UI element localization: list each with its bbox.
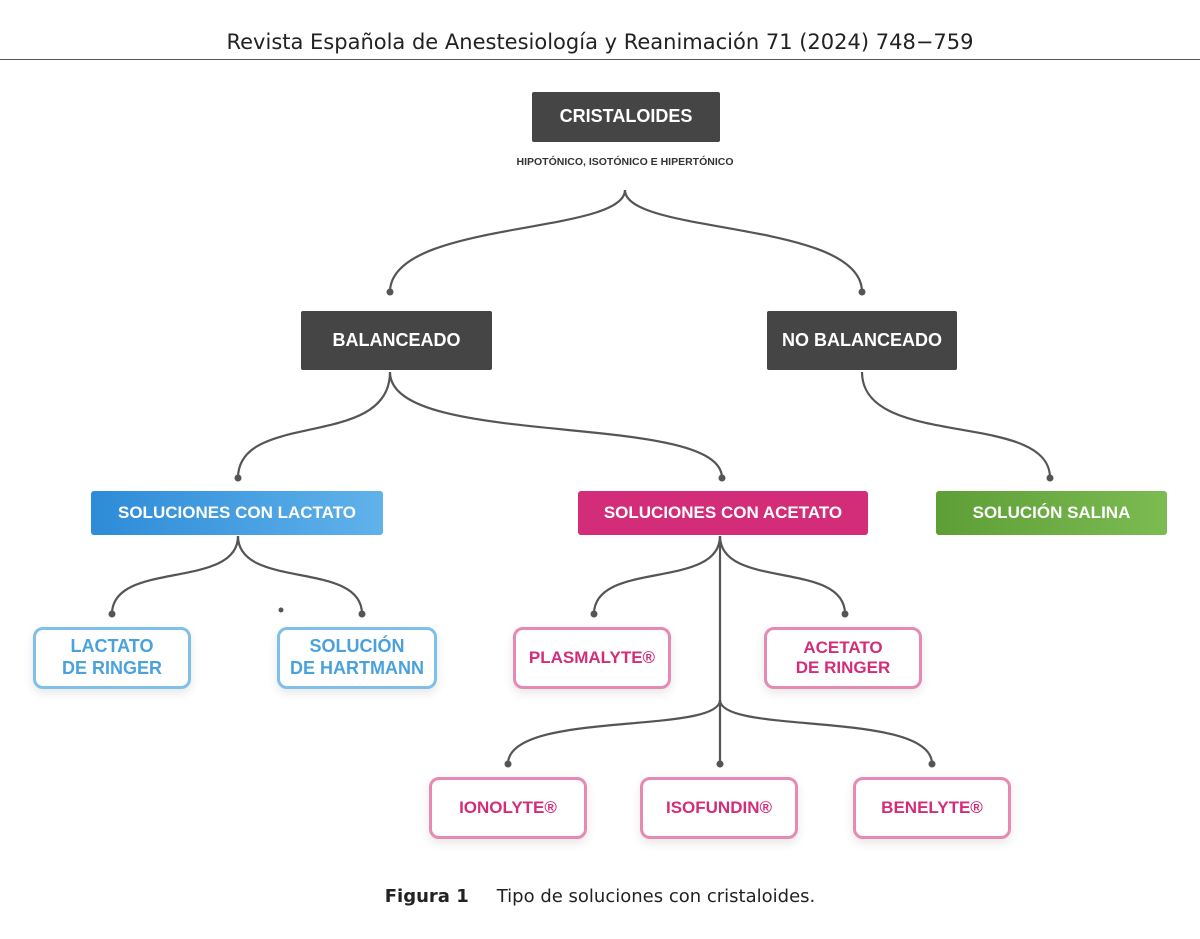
- link-root-unbalanced: [623, 189, 864, 293]
- stray-dot: [278, 607, 284, 613]
- node-soluciones-acetato: SOLUCIONES CON ACETATO: [578, 491, 868, 535]
- node-solucion-hartmann-line1: SOLUCIÓN: [309, 636, 405, 657]
- link-lactate-hartmann: [236, 535, 364, 615]
- link-end-dot: [1046, 474, 1054, 482]
- link-acetate-benelyte: [718, 699, 934, 765]
- node-solucion-salina-label: SOLUCIÓN SALINA: [972, 502, 1131, 522]
- link-acetate-acetato: [718, 535, 847, 615]
- node-no-balanceado: NO BALANCEADO: [767, 311, 957, 370]
- link-acetate-plasmalyte: [592, 535, 722, 615]
- link-end-dot: [234, 474, 242, 482]
- node-balanceado: BALANCEADO: [301, 311, 492, 370]
- node-plasmalyte: PLASMALYTE®: [513, 627, 671, 689]
- link-unbalanced-saline: [860, 371, 1052, 479]
- link-end-dot: [504, 760, 512, 768]
- node-lactato-de-ringer: LACTATO DE RINGER: [33, 627, 191, 689]
- link-end-dot: [386, 288, 394, 296]
- node-acetato-de-ringer-line1: ACETATO: [803, 637, 883, 657]
- node-lactato-de-ringer-line1: LACTATO: [70, 636, 154, 657]
- link-root-balanced: [388, 189, 627, 293]
- node-no-balanceado-label: NO BALANCEADO: [782, 329, 942, 350]
- link-end-dot: [718, 474, 726, 482]
- node-cristaloides: CRISTALOIDES: [532, 92, 720, 142]
- node-soluciones-lactato-label: SOLUCIONES CON LACTATO: [118, 502, 356, 522]
- link-end-dot: [590, 610, 598, 618]
- node-cristaloides-subtitle: HIPOTÓNICO, ISOTÓNICO E HIPERTÓNICO: [516, 156, 734, 168]
- link-end-dot: [108, 610, 116, 618]
- link-balanced-acetate: [388, 371, 724, 479]
- node-cristaloides-label: CRISTALOIDES: [559, 106, 693, 127]
- node-acetato-de-ringer: ACETATO DE RINGER: [764, 627, 922, 689]
- node-soluciones-lactato: SOLUCIONES CON LACTATO: [91, 491, 383, 535]
- node-benelyte-label: BENELYTE®: [881, 797, 983, 817]
- node-isofundin: ISOFUNDIN®: [640, 777, 798, 839]
- link-end-dot: [928, 760, 936, 768]
- link-end-dot: [358, 610, 366, 618]
- node-plasmalyte-label: PLASMALYTE®: [528, 647, 656, 667]
- link-acetate-ionolyte: [506, 699, 722, 765]
- node-balanceado-label: BALANCEADO: [332, 329, 461, 350]
- node-solucion-hartmann-line2: DE HARTMANN: [290, 658, 424, 678]
- node-acetato-de-ringer-line2: DE RINGER: [795, 658, 891, 677]
- link-lactate-lactato: [110, 535, 240, 615]
- header-rule: [0, 59, 1200, 60]
- figure-caption-label: Figura 1: [384, 886, 469, 907]
- link-end-dot: [858, 288, 866, 296]
- node-ionolyte: IONOLYTE®: [429, 777, 587, 839]
- figure-caption: Figura 1 Tipo de soluciones con cristaloi…: [0, 886, 1200, 907]
- link-end-dot: [841, 610, 849, 618]
- figure-caption-text: Tipo de soluciones con cristaloides.: [496, 886, 816, 907]
- node-ionolyte-label: IONOLYTE®: [459, 797, 557, 817]
- node-isofundin-label: ISOFUNDIN®: [665, 797, 773, 817]
- node-benelyte: BENELYTE®: [853, 777, 1011, 839]
- node-lactato-de-ringer-line2: DE RINGER: [61, 658, 162, 678]
- node-soluciones-acetato-label: SOLUCIONES CON ACETATO: [603, 502, 843, 522]
- link-end-dot: [716, 760, 724, 768]
- node-solucion-salina: SOLUCIÓN SALINA: [936, 491, 1167, 535]
- link-balanced-lactate: [236, 371, 392, 479]
- journal-header: Revista Española de Anestesiología y Rea…: [226, 30, 974, 54]
- node-solucion-hartmann: SOLUCIÓN DE HARTMANN: [277, 627, 437, 689]
